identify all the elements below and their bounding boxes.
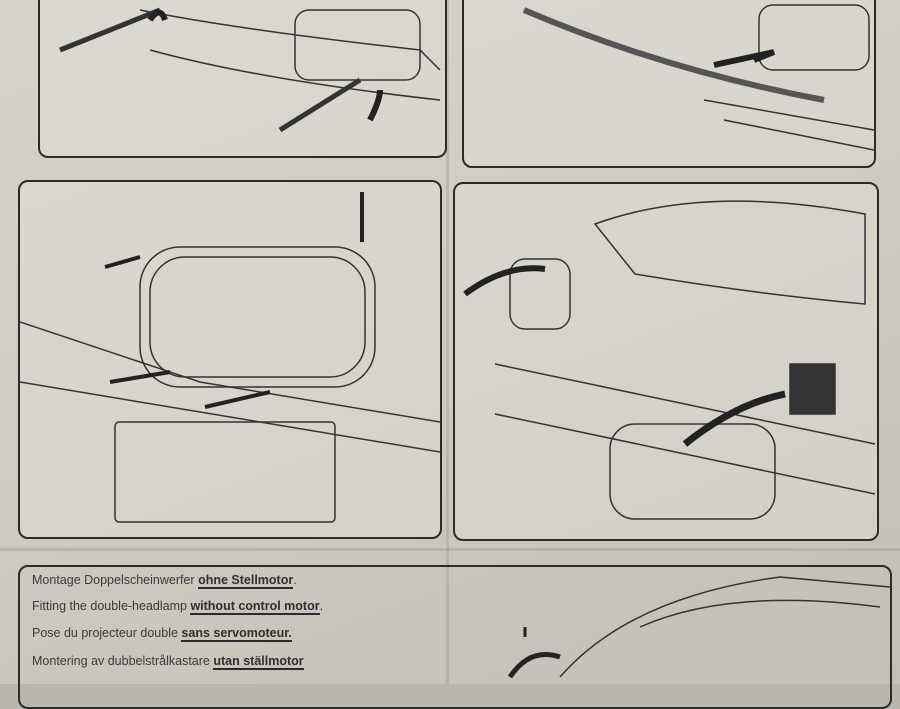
instruction-line-sv: Montering av dubbelstrålkastare utan stä… [32,654,304,670]
fold-line [446,0,449,684]
step-3-panel-unscrew-headlamp [18,180,442,539]
instruction-text-panel: Montage Doppelscheinwerfer ohne Stellmot… [18,565,892,709]
step-5-illustration [507,576,890,679]
step-1-panel-remove-grille [38,0,447,158]
instruction-line-fr: Pose du projecteur double sans servomote… [32,626,292,642]
step-4-panel-engine-bay [453,182,879,541]
instruction-line-en: Fitting the double-headlamp without cont… [32,599,324,615]
fold-line [0,548,900,551]
instruction-line-de: Montage Doppelscheinwerfer ohne Stellmot… [32,573,297,589]
step-2-panel-remove-trim [462,0,876,168]
